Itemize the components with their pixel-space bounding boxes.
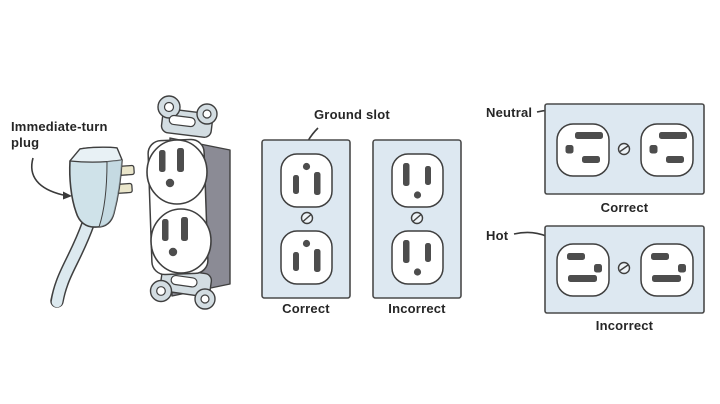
hot-slot-short	[651, 253, 669, 260]
slot-long	[403, 240, 410, 263]
plug-crease	[98, 161, 108, 228]
ground-hole	[678, 264, 686, 273]
caption-vertical-correct: Correct	[282, 301, 330, 316]
callout-neutral: Neutral	[486, 105, 533, 120]
slot-short	[293, 252, 299, 271]
hot-slot-short	[582, 156, 600, 163]
receptacle-bottom-strap	[149, 267, 216, 310]
wallplate-horizontal-correct	[544, 103, 705, 195]
receptacle-outlet-face-bottom	[150, 208, 212, 274]
ground-hole	[565, 145, 574, 154]
ground-hole	[649, 145, 658, 154]
receptacle-outlet-face-top	[146, 139, 208, 205]
receptacle-top-strap	[157, 95, 218, 138]
outlet-face	[280, 230, 333, 285]
plug-top-face	[69, 146, 123, 163]
plug-side-shade	[99, 160, 122, 227]
slot-long	[403, 163, 410, 186]
outlet-face	[556, 123, 610, 177]
ground-hole	[413, 268, 422, 276]
slot-long	[314, 172, 321, 195]
wallplate-horizontal-incorrect	[544, 225, 705, 314]
receptacle-top-ground-hole	[165, 178, 175, 188]
receptacle-bottom-slot-right	[181, 217, 188, 241]
wallplate-vertical-correct	[261, 139, 351, 299]
neutral-slot-long	[659, 132, 687, 139]
callout-immediate-turn-plug: Immediate-turn plug	[11, 119, 108, 150]
slot-short	[293, 175, 299, 194]
center-screw	[617, 261, 631, 275]
ground-hole	[594, 264, 602, 273]
callout-ground-slot: Ground slot	[314, 107, 390, 122]
callout-hot: Hot	[486, 228, 509, 243]
ground-hole	[413, 191, 422, 199]
outlet-face	[280, 153, 333, 208]
duplex-receptacle-illustration	[146, 95, 231, 310]
hot-slot-short	[567, 253, 585, 260]
outlet-face	[391, 153, 444, 208]
center-screw	[617, 142, 631, 156]
plug-callout-arrow	[31, 157, 72, 200]
ground-hole	[302, 162, 311, 171]
slot-short	[425, 166, 431, 185]
center-screw	[300, 211, 314, 225]
caption-horizontal-correct: Correct	[600, 200, 649, 215]
center-screw	[410, 211, 424, 225]
receptacle-top-slot-left	[159, 150, 166, 172]
plug-cord	[51, 218, 94, 308]
receptacle-bottom-slot-left	[162, 219, 169, 241]
outlet-face	[640, 123, 694, 177]
neutral-slot-long	[568, 275, 597, 282]
caption-vertical-incorrect: Incorrect	[388, 301, 446, 316]
receptacle-bottom-ground-hole	[168, 247, 178, 257]
receptacle-top-slot-right	[177, 148, 184, 172]
slot-long	[314, 249, 321, 272]
neutral-slot-long	[575, 132, 603, 139]
wallplate-vertical-incorrect	[372, 139, 462, 299]
slot-short	[425, 243, 431, 262]
outlet-face	[391, 230, 444, 285]
ground-hole	[302, 239, 311, 248]
hot-slot-short	[666, 156, 684, 163]
immediate-turn-plug-illustration	[50, 146, 135, 308]
caption-horizontal-incorrect: Incorrect	[595, 318, 654, 333]
neutral-slot-long	[652, 275, 681, 282]
